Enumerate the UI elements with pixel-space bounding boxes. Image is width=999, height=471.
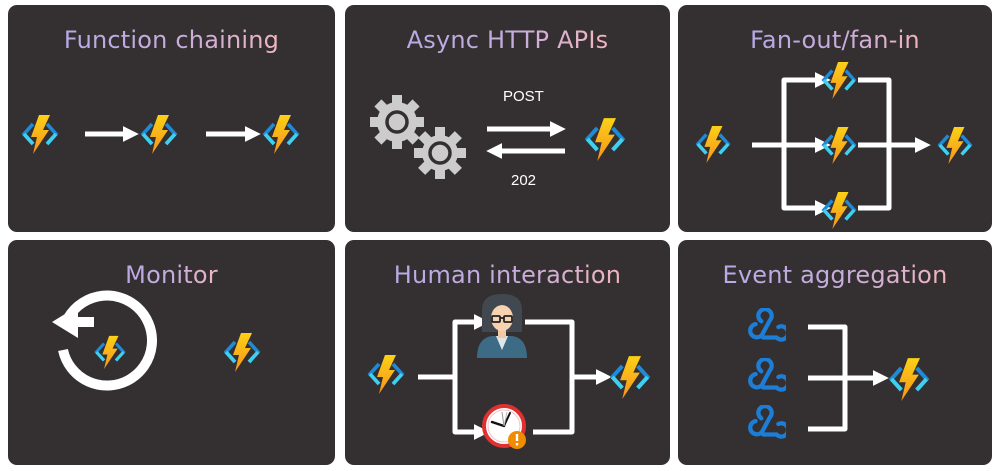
panel-monitor: Monitor bbox=[8, 240, 335, 465]
refresh-loop-icon bbox=[52, 290, 157, 391]
panel-title: Async HTTP APIs bbox=[406, 26, 609, 54]
gears-icon bbox=[370, 95, 466, 179]
azure-function-icon bbox=[585, 117, 625, 161]
azure-function-icon bbox=[368, 354, 404, 394]
human-interaction-diagram bbox=[368, 294, 650, 449]
monitor-diagram bbox=[52, 290, 260, 391]
azure-function-icon bbox=[889, 357, 929, 401]
webhook-icon bbox=[750, 406, 788, 436]
webhook-icon bbox=[750, 359, 788, 389]
webhook-icon bbox=[750, 309, 788, 339]
azure-function-icon bbox=[263, 114, 299, 154]
fan-out-fan-in-diagram bbox=[696, 61, 972, 229]
azure-function-icon bbox=[94, 335, 126, 369]
panel-async-http-apis: Async HTTP APIs bbox=[345, 5, 670, 232]
panel-title: Function chaining bbox=[63, 26, 280, 54]
azure-function-icon bbox=[822, 61, 856, 99]
panel-fan-out-fan-in: Fan-out/fan-in bbox=[678, 5, 992, 232]
azure-function-icon bbox=[822, 126, 856, 164]
azure-function-icon bbox=[22, 114, 58, 154]
azure-function-icon bbox=[610, 355, 650, 399]
panel-title: Event aggregation bbox=[722, 261, 948, 289]
person-icon bbox=[477, 294, 527, 358]
event-aggregation-diagram bbox=[678, 240, 929, 465]
clock-alert-icon bbox=[482, 404, 526, 449]
async-http-diagram bbox=[370, 95, 625, 179]
azure-function-icon bbox=[696, 125, 730, 163]
azure-function-icon bbox=[822, 191, 856, 229]
panel-title: Monitor bbox=[125, 261, 218, 289]
status-202-label: 202 bbox=[511, 172, 537, 189]
post-label: POST bbox=[503, 88, 544, 105]
azure-function-icon bbox=[224, 332, 260, 372]
function-chaining-diagram bbox=[22, 114, 299, 154]
panel-title: Human interaction bbox=[393, 261, 622, 289]
azure-function-icon bbox=[938, 126, 972, 164]
panel-human-interaction: Human interaction bbox=[345, 240, 670, 465]
panel-event-aggregation: Event aggregation bbox=[678, 240, 992, 465]
panel-title: Fan-out/fan-in bbox=[750, 26, 920, 54]
azure-function-icon bbox=[141, 114, 177, 154]
panel-function-chaining: Function chaining bbox=[8, 5, 335, 232]
